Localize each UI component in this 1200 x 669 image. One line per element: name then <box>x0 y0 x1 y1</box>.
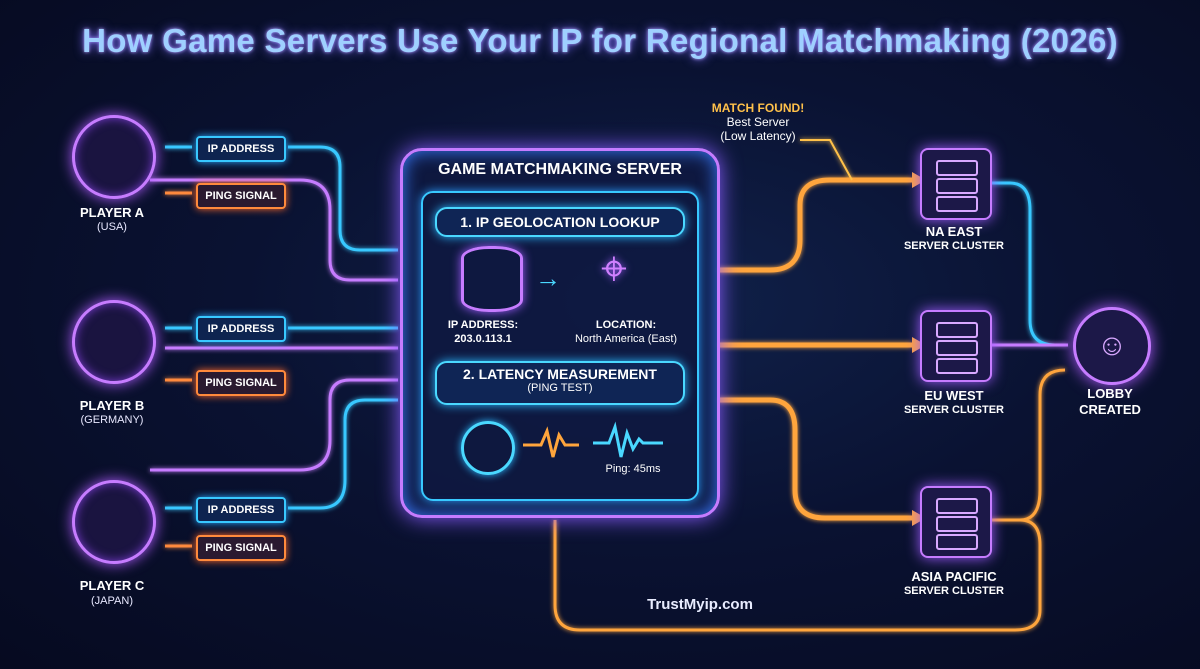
ip-address-label: IP ADDRESS: <box>447 319 519 331</box>
player-c-avatar <box>72 480 156 564</box>
step2-box: 2. LATENCY MEASUREMENT (PING TEST) <box>435 361 685 405</box>
step2-subtitle: (PING TEST) <box>527 382 593 394</box>
watermark: TrustMyip.com <box>647 596 753 613</box>
asia-pacific-name: ASIA PACIFIC <box>911 569 997 584</box>
player-b-ping-chip: PING SIGNAL <box>196 370 286 396</box>
eu-west-sub: SERVER CLUSTER <box>903 404 1005 416</box>
step1-title: 1. IP GEOLOCATION LOOKUP <box>435 207 685 237</box>
page-title: How Game Servers Use Your IP for Regiona… <box>82 22 1118 59</box>
lobby-line1: LOBBY <box>1087 386 1133 401</box>
eu-west-server-icon <box>920 310 992 382</box>
player-a-avatar <box>72 115 156 199</box>
player-b-ip-chip: IP ADDRESS <box>196 316 286 342</box>
match-found-callout: MATCH FOUND! Best Server (Low Latency) <box>700 101 816 143</box>
player-b-name: PLAYER B <box>79 398 145 413</box>
match-found-headline: MATCH FOUND! <box>711 101 805 115</box>
location-label: LOCATION: <box>595 319 657 331</box>
matchmaking-server-panel: GAME MATCHMAKING SERVER 1. IP GEOLOCATIO… <box>400 148 720 518</box>
server-title: GAME MATCHMAKING SERVER <box>438 161 682 178</box>
lobby-group-icon: ☺ <box>1073 307 1151 385</box>
player-a-country: (USA) <box>97 221 127 233</box>
player-c-ping-chip: PING SIGNAL <box>196 535 286 561</box>
player-a-ping-chip: PING SIGNAL <box>196 183 286 209</box>
lobby-line2: CREATED <box>1079 402 1141 417</box>
arrow-right-icon: → <box>535 263 561 293</box>
location-value: North America (East) <box>574 333 678 345</box>
server-inner-frame <box>421 191 699 501</box>
location-pin-icon: ⌖ <box>601 242 627 294</box>
player-b-country: (GERMANY) <box>80 414 144 426</box>
player-a-name: PLAYER A <box>79 205 145 220</box>
na-east-server-icon <box>920 148 992 220</box>
stopwatch-icon <box>461 421 515 475</box>
step2-title: 2. LATENCY MEASUREMENT <box>463 366 657 382</box>
ip-address-value: 203.0.113.1 <box>454 333 512 345</box>
player-b-avatar <box>72 300 156 384</box>
player-c-name: PLAYER C <box>79 578 145 593</box>
player-a-ip-chip: IP ADDRESS <box>196 136 286 162</box>
match-found-line2: (Low Latency) <box>720 129 796 143</box>
database-globe-icon <box>461 246 523 312</box>
asia-pacific-sub: SERVER CLUSTER <box>903 585 1005 597</box>
asia-pacific-server-icon <box>920 486 992 558</box>
match-found-line1: Best Server <box>726 115 790 129</box>
na-east-name: NA EAST <box>925 224 983 239</box>
na-east-sub: SERVER CLUSTER <box>903 240 1005 252</box>
eu-west-name: EU WEST <box>924 388 984 403</box>
ping-wave-icon <box>523 421 663 458</box>
player-c-ip-chip: IP ADDRESS <box>196 497 286 523</box>
ping-value: Ping: 45ms <box>605 463 661 475</box>
player-c-country: (JAPAN) <box>91 595 133 607</box>
